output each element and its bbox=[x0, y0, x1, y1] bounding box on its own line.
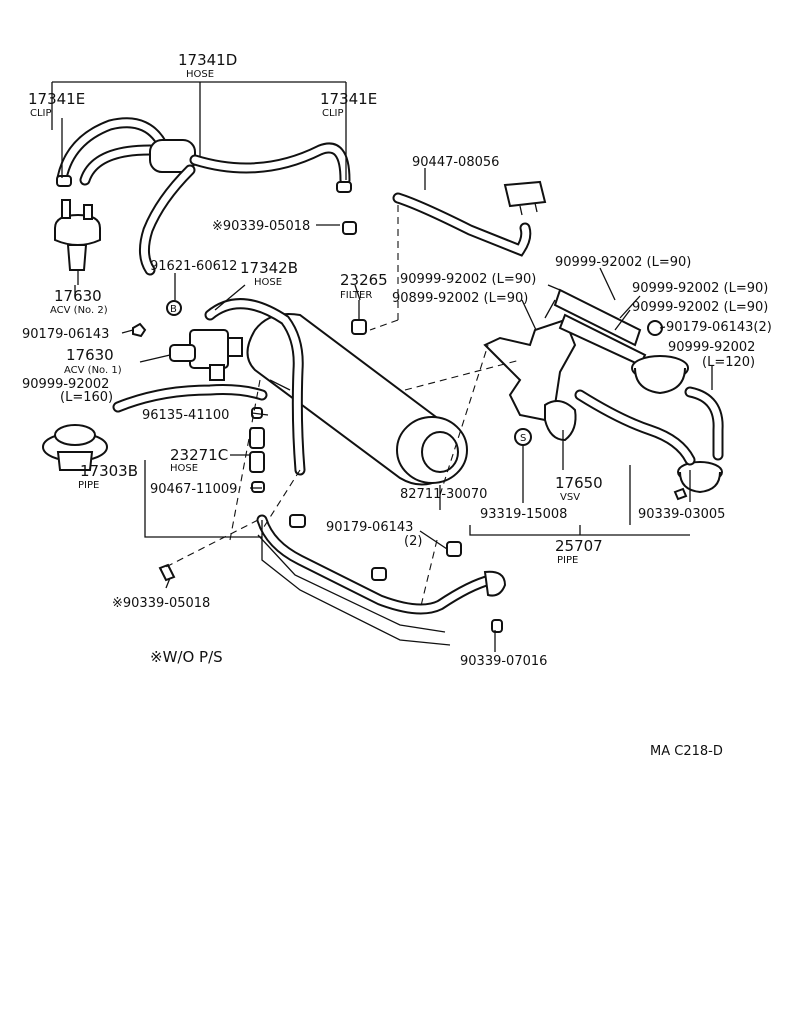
mark-s: S bbox=[520, 433, 526, 444]
label-hose-1: HOSE bbox=[186, 69, 214, 80]
label-90999-a: 90999-92002 (L=90) bbox=[400, 272, 536, 287]
label-90339-05018-top: ※90339-05018 bbox=[212, 219, 310, 234]
label-qty-2: (2) bbox=[404, 534, 422, 549]
dashed-lines bbox=[159, 205, 521, 611]
label-90179-06143-left: 90179-06143 bbox=[22, 327, 109, 342]
label-90339-03005: 90339-03005 bbox=[638, 507, 725, 522]
hose-17341d-group bbox=[51, 81, 352, 276]
label-82711-30070: 82711-30070 bbox=[400, 487, 487, 502]
label-90179-06143-2: 90179-06143(2) bbox=[666, 320, 772, 335]
label-l160: (L=160) bbox=[60, 390, 113, 405]
label-23271c: 23271C bbox=[170, 446, 228, 464]
label-filter: FILTER bbox=[340, 290, 372, 301]
label-90999-c: 90999-92002 (L=90) bbox=[555, 255, 691, 270]
valve-17303b bbox=[42, 424, 108, 471]
label-17303b: 17303B bbox=[80, 462, 138, 480]
hose-23271c bbox=[249, 407, 265, 493]
labels: 17341D HOSE 17341E CLIP 17341E CLIP 9044… bbox=[22, 51, 772, 759]
label-acv-no1: ACV (No. 1) bbox=[64, 365, 122, 376]
label-17341e-left: 17341E bbox=[28, 90, 85, 108]
label-91621-60612: 91621-60612 bbox=[150, 259, 237, 274]
label-90999-f: 90999-92002 bbox=[668, 340, 755, 355]
label-hose-2: HOSE bbox=[254, 277, 282, 288]
vsv-bracket-assembly bbox=[483, 288, 724, 501]
label-acv-no2: ACV (No. 2) bbox=[50, 305, 108, 316]
label-90339-07016: 90339-07016 bbox=[460, 654, 547, 669]
label-17650: 17650 bbox=[555, 474, 603, 492]
label-clip-left: CLIP bbox=[30, 108, 52, 119]
label-90339-05018-bottom: ※90339-05018 bbox=[112, 596, 210, 611]
label-23265: 23265 bbox=[340, 271, 388, 289]
label-17630-no1: 17630 bbox=[66, 346, 114, 364]
label-93319-15008: 93319-15008 bbox=[480, 507, 567, 522]
label-90999-g: 90999-92002 bbox=[22, 377, 109, 392]
acv-no2 bbox=[54, 199, 101, 285]
pipe-25707-assembly bbox=[158, 514, 507, 646]
label-17341d: 17341D bbox=[178, 51, 237, 69]
label-17341e-right: 17341E bbox=[320, 90, 377, 108]
label-pipe-2: PIPE bbox=[557, 555, 578, 566]
label-wo-ps: ※W/O P/S bbox=[150, 648, 223, 666]
label-hose-3: HOSE bbox=[170, 463, 198, 474]
label-90999-e: 90999-92002 (L=90) bbox=[632, 300, 768, 315]
label-90999-b: 90899-92002 (L=90) bbox=[392, 291, 528, 306]
label-25707: 25707 bbox=[555, 537, 603, 555]
label-90179-06143-center: 90179-06143 bbox=[326, 520, 413, 535]
small-fittings-top bbox=[342, 180, 547, 335]
acv-no1 bbox=[132, 300, 243, 381]
label-vsv: VSV bbox=[560, 492, 580, 503]
label-90999-d: 90999-92002 (L=90) bbox=[632, 281, 768, 296]
mark-b: B bbox=[170, 304, 177, 315]
label-96135-41100: 96135-41100 bbox=[142, 408, 229, 423]
leader-lines bbox=[51, 105, 713, 652]
label-17342b: 17342B bbox=[240, 259, 298, 277]
label-90467-11009: 90467-11009 bbox=[150, 482, 237, 497]
label-l120: (L=120) bbox=[702, 355, 755, 370]
label-reference-code: MA C218-D bbox=[650, 744, 723, 759]
label-90447-08056: 90447-08056 bbox=[412, 155, 499, 170]
label-clip-right: CLIP bbox=[322, 108, 344, 119]
label-17630-no2: 17630 bbox=[54, 287, 102, 305]
label-pipe-1: PIPE bbox=[78, 480, 99, 491]
